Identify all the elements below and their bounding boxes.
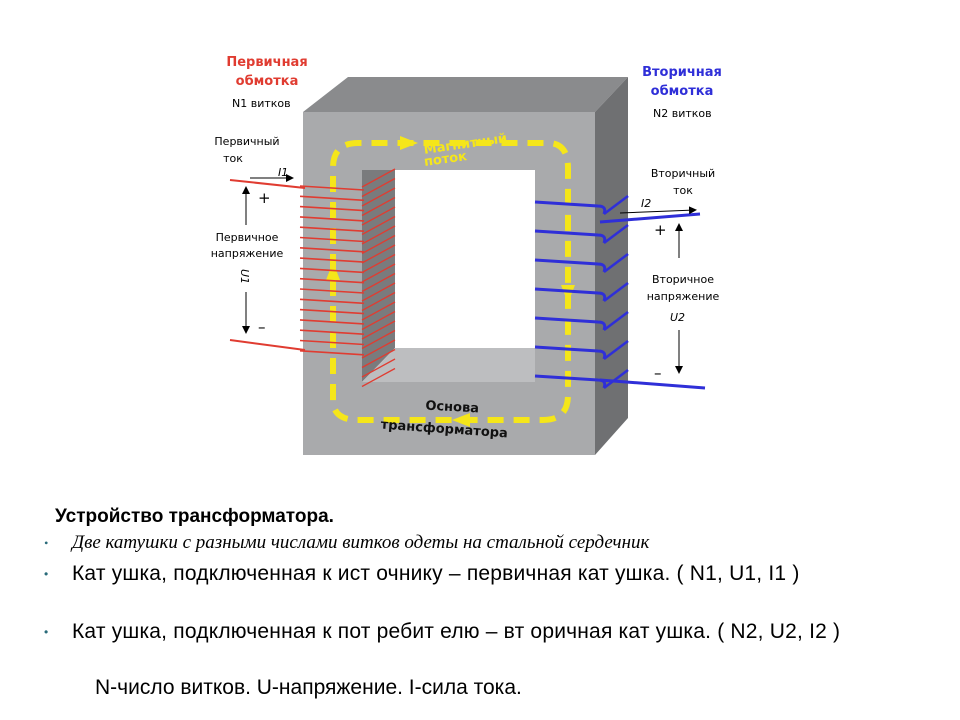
primary-coil-turn-back [361, 206, 396, 226]
secondary-coil-turn-side [603, 311, 629, 331]
primary-coil-turn [299, 350, 365, 356]
primary-coil-turn-back [361, 358, 396, 378]
primary-current-label-1: Первичный [214, 135, 279, 148]
n1-turns-label: N1 витков [232, 97, 291, 110]
primary-coil-turn-back [361, 367, 396, 388]
secondary-winding-label-2: обмотка [651, 84, 714, 99]
primary-coil-turn [299, 185, 365, 191]
primary-coil-turn [299, 205, 365, 212]
primary-coil-turn-back [361, 225, 396, 245]
primary-coil-turn-back [361, 348, 396, 369]
primary-coil-turn [299, 288, 365, 294]
bullet-text-3: Кат ушка, подключенная к пот ребит елю –… [72, 620, 841, 643]
magnetic-flux-path [330, 140, 571, 423]
secondary-winding-label-1: Вторичная [642, 65, 722, 80]
primary-coil-turn-back [361, 339, 396, 359]
core-window-left-wall [362, 170, 395, 382]
bullet-icon: • [44, 625, 49, 639]
secondary-coil-turn-side [603, 195, 629, 215]
primary-plus-sign: + [258, 189, 271, 207]
core-top-face [303, 77, 628, 112]
secondary-coil-turn-side [603, 224, 629, 244]
transformer-diagram: Первичная обмотка N1 витков Вторичная об… [211, 55, 722, 455]
primary-coil [299, 168, 396, 388]
u1-label: U1 [238, 269, 251, 284]
primary-coil-turn [299, 329, 365, 335]
secondary-lead-bottom [599, 378, 706, 390]
core-window-back [395, 170, 535, 348]
secondary-lead-top [599, 212, 701, 224]
primary-coil-turn [299, 277, 365, 284]
primary-voltage-label-2: напряжение [211, 247, 284, 260]
secondary-coil-turn-side [603, 340, 629, 360]
secondary-coil-turn-side [603, 369, 629, 389]
primary-coil-turn-back [361, 168, 396, 188]
primary-coil-turn-back [361, 329, 396, 350]
primary-coil-turn [299, 339, 365, 346]
primary-coil-turn [299, 236, 365, 243]
bullet-item-2: • Кат ушка, подключенная к ист очнику – … [44, 559, 924, 617]
bullet-list: • Две катушки с разными числами витков о… [44, 531, 924, 675]
bullet-item-1: • Две катушки с разными числами витков о… [44, 531, 924, 559]
n2-turns-label: N2 витков [653, 107, 712, 120]
primary-coil-turn-back [361, 215, 396, 236]
i2-label: I2 [641, 197, 651, 210]
legend-footer: N-число витков. U-напряжение. I-сила ток… [95, 676, 522, 699]
core-label-1: Основа [425, 399, 479, 417]
secondary-voltage-label-2: напряжение [647, 290, 720, 303]
bullet-icon: • [44, 567, 49, 581]
bullet-icon: • [44, 536, 49, 550]
u2-label: U2 [670, 311, 685, 324]
primary-coil-turn-back [361, 291, 396, 312]
magnetic-flux-label-2: поток [423, 149, 468, 170]
bullet-text-1: Две катушки с разными числами витков оде… [72, 532, 650, 553]
primary-coil-turn-back [361, 310, 396, 331]
primary-coil-turn [299, 226, 365, 232]
primary-coil-turn [299, 267, 365, 274]
primary-lead-bottom [229, 339, 306, 351]
primary-current-label-2: ток [223, 152, 243, 165]
primary-minus-sign: – [258, 318, 266, 336]
primary-coil-turn [299, 216, 365, 222]
primary-coil-turn-back [361, 177, 396, 198]
flux-arrow-top [400, 136, 418, 150]
primary-coil-turn-back [361, 196, 396, 217]
primary-winding-label-1: Первичная [226, 55, 307, 70]
primary-coil-turn [299, 298, 365, 305]
primary-coil-turn-back [361, 263, 396, 283]
primary-coil-turn [299, 257, 365, 263]
primary-coil-turn-back [361, 234, 396, 255]
primary-voltage-label-1: Первичное [216, 231, 279, 244]
primary-coil-turn-back [361, 320, 396, 340]
secondary-plus-sign: + [654, 221, 667, 239]
secondary-minus-sign: – [654, 364, 662, 382]
secondary-current-label-1: Вторичный [651, 167, 715, 180]
secondary-coil-turn-side [603, 253, 629, 273]
core-window-bottom-wall [362, 348, 535, 382]
primary-coil-turn-back [361, 253, 396, 274]
primary-winding-label-2: обмотка [236, 74, 299, 89]
primary-coil-turn-back [361, 272, 396, 293]
primary-coil-turn [299, 319, 365, 325]
secondary-current-label-2: ток [673, 184, 693, 197]
primary-coil-turn [299, 247, 365, 253]
flux-arrow-bottom [452, 413, 470, 427]
secondary-voltage-label-1: Вторичное [652, 273, 714, 286]
core-front-face [303, 112, 595, 455]
bullet-text-2: Кат ушка, подключенная к ист очнику – пе… [72, 562, 800, 585]
primary-coil-turn-back [361, 244, 396, 264]
primary-coil-turn [299, 308, 365, 315]
i1-label: I1 [278, 166, 288, 179]
caption-title: Устройство трансформатора. [55, 506, 334, 527]
secondary-current-arrow [619, 206, 697, 215]
bullet-item-3: • Кат ушка, подключенная к пот ребит елю… [44, 617, 924, 675]
primary-coil-turn-back [361, 282, 396, 302]
secondary-coil-turn-side [603, 282, 629, 302]
primary-coil-turn [299, 195, 365, 202]
primary-coil-turn-back [361, 301, 396, 321]
primary-coil-turn-back [361, 187, 396, 207]
primary-lead-top [229, 179, 306, 189]
